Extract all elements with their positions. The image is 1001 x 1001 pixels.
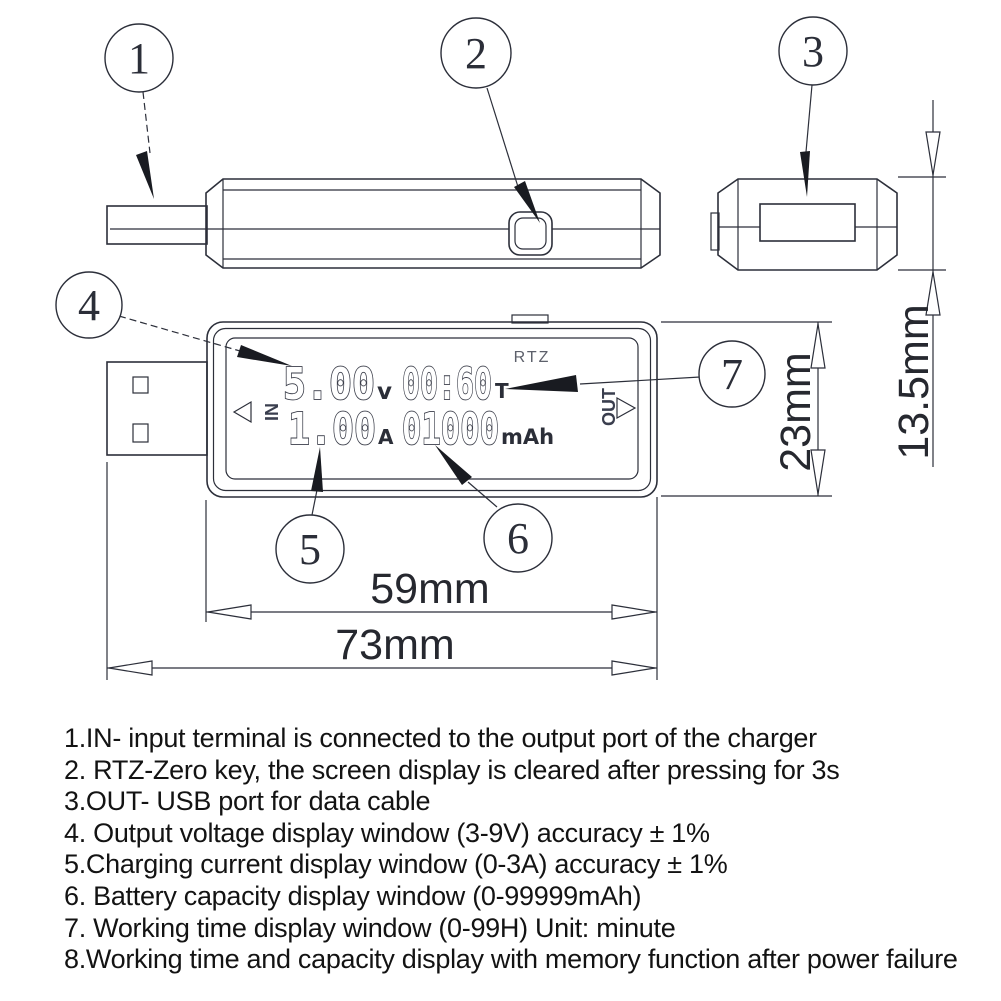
in-label: IN [262,403,282,421]
callout-7: 7 [505,340,766,408]
note-line-1: 1.IN- input terminal is connected to the… [64,723,817,753]
note-line-6: 6. Battery capacity display window (0-99… [64,880,642,911]
note-line-3: 3.OUT- USB port for data cable [64,786,431,817]
callout-1-number: 1 [128,34,150,83]
dim-73mm-label: 73mm [335,621,454,669]
rtz-button-inner [514,217,547,250]
out-direction-icon [616,396,637,420]
dim-13_5mm-label: 13.5mm [890,304,938,459]
dim-73mm: 73mm [106,462,657,680]
note-line-4: 4. Output voltage display window (3-9V) … [64,817,710,848]
end-view-body [717,178,898,271]
side-view [106,178,661,269]
voltage-value: 5.00 [283,359,375,410]
current-unit: A [378,425,394,449]
capacity-unit: mAh [501,425,554,449]
end-view-tab [710,212,720,251]
rtz-screen-label: RTZ [514,349,551,366]
usb-port-opening [759,203,856,242]
rtz-button-outer [508,211,553,256]
voltage-unit: v [377,379,392,405]
callout-4-number: 4 [78,281,100,330]
dim-23mm-label: 23mm [772,352,820,471]
usb-plug-front [106,361,208,456]
dim-59mm-label: 59mm [370,565,489,613]
note-line-7: 7. Working time display window (0-99H) U… [64,912,676,943]
legend-notes: 1.IN- input terminal is connected to the… [64,723,994,976]
current-value: 1.00 [288,404,376,455]
time-unit: T [495,379,509,403]
time-value: 00:60 [402,359,492,410]
callout-4-arrow [237,345,292,366]
callout-3: 3 [778,16,848,197]
callout-7-number: 7 [721,350,743,399]
usb-contact-bottom [132,423,149,443]
callout-5-arrow [311,447,323,492]
note-line-8: 8.Working time and capacity display with… [64,944,958,975]
note-line-2: 2. RTZ-Zero key, the screen display is c… [64,754,840,785]
front-top-tab [511,314,549,324]
front-body-outer [206,321,658,498]
callout-6-number: 6 [507,514,529,563]
dim-23mm: 23mm [661,321,832,497]
out-label: OUT [599,388,619,426]
callout-1: 1 [104,23,174,199]
callout-6-arrow [435,445,472,485]
callout-2: 2 [440,17,540,223]
callout-6: 6 [435,445,553,573]
capacity-value: 01000 [402,404,499,455]
callout-1-arrow [136,151,154,199]
callout-2-arrow [514,181,540,223]
in-direction-icon [232,400,252,424]
lcd-display [225,337,639,480]
callout-4: 4 [55,271,292,366]
front-view: RTZ 5.00 v 00:60 T 1.00 A 01000 mAh IN O… [106,314,658,498]
callout-7-arrow [505,375,578,392]
callout-5: 5 [275,447,345,584]
callout-3-number: 3 [802,27,824,76]
usb-contact-top [132,376,149,394]
usb-plug-side [106,205,208,245]
dim-13_5mm: 13.5mm [890,100,946,467]
callout-3-arrow [800,151,810,197]
dim-59mm: 59mm [205,497,658,680]
note-line-5: 5.Charging current display window (0-3A)… [64,849,728,880]
callout-5-number: 5 [299,525,321,574]
front-body-inner [212,327,652,492]
end-view [710,178,898,271]
side-view-body [205,178,661,269]
callout-2-number: 2 [465,29,487,78]
